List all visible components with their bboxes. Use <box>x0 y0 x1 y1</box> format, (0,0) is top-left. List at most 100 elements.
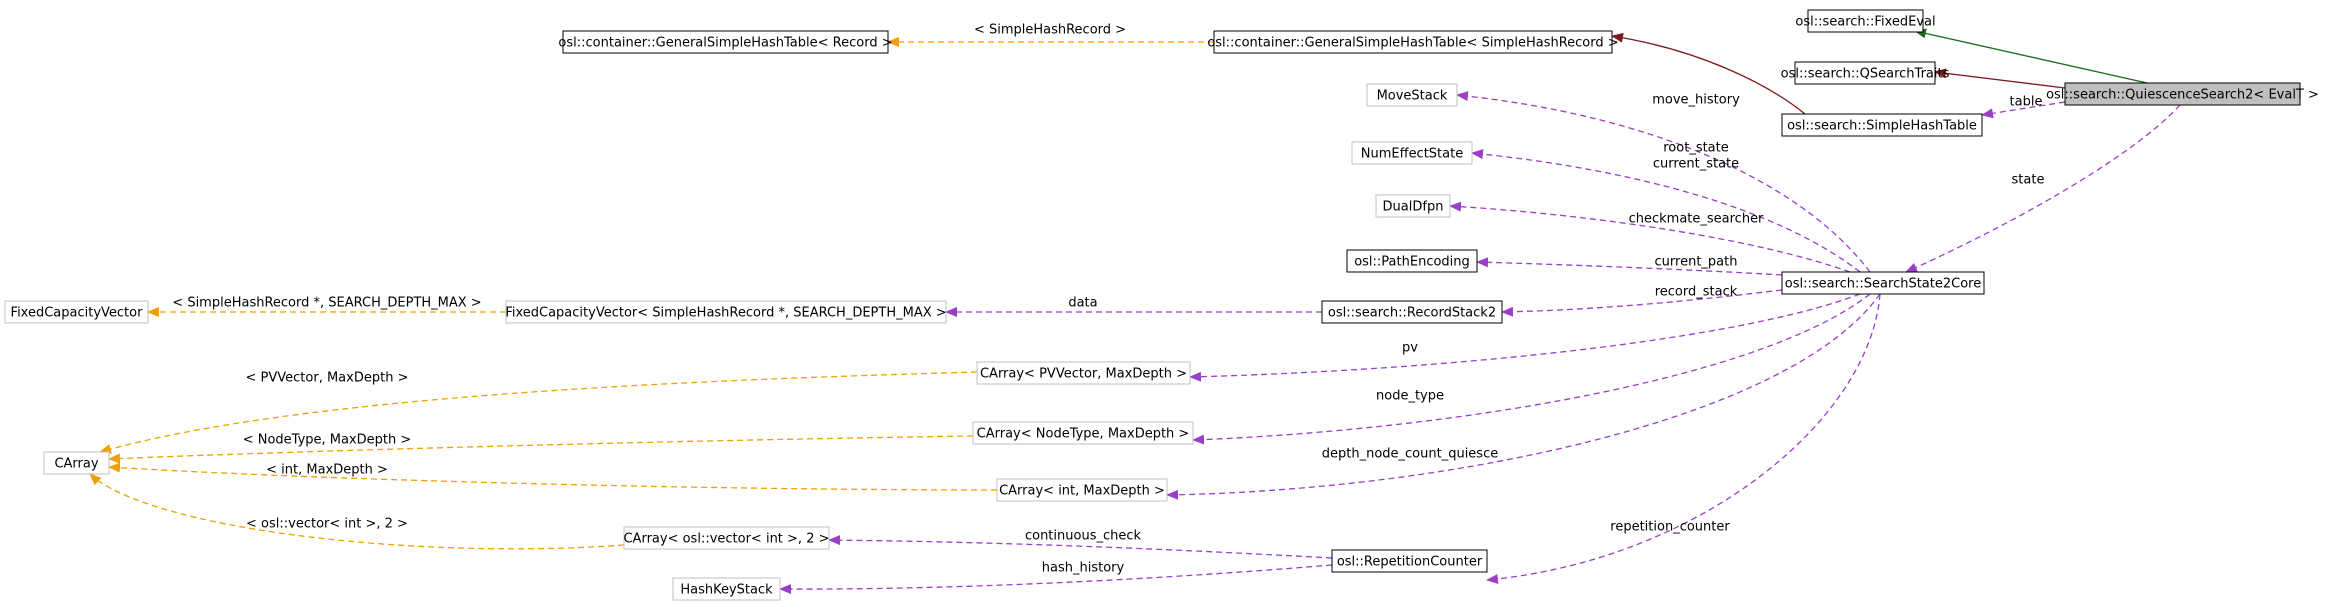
edge-pathenc-ss2core <box>1476 257 1783 276</box>
edge-carr_int-ss2core <box>1166 293 1881 500</box>
edge-carr_nt-ss2core <box>1192 293 1871 445</box>
edge-label-pathenc-ss2core: current_path <box>1655 255 1738 270</box>
edge-sht-qs2 <box>1981 101 2066 119</box>
edge-label-sht-qs2: table <box>2010 95 2043 110</box>
node-label: osl::search::QSearchTraits <box>1781 67 1950 82</box>
node-fcv_shr[interactable]: FixedCapacityVector< SimpleHashRecord *,… <box>505 300 947 324</box>
node-label: osl::PathEncoding <box>1354 255 1470 270</box>
node-box <box>672 577 781 601</box>
node-label: HashKeyStack <box>680 583 773 598</box>
node-label: osl::search::SimpleHashTable <box>1787 119 1977 134</box>
edge-repcounter-ss2core <box>1486 293 1881 584</box>
node-label: CArray< int, MaxDepth > <box>999 484 1165 499</box>
node-box <box>1346 249 1478 273</box>
edge-label-fcv_shr-recstack2: data <box>1068 296 1097 311</box>
edge-gsht_shr-sht <box>1611 32 1806 115</box>
node-gsht_rec[interactable]: osl::container::GeneralSimpleHashTable< … <box>558 30 893 54</box>
edge-carray-carr_nt <box>108 435 974 464</box>
node-repcounter[interactable]: osl::RepetitionCounter <box>1331 549 1488 573</box>
node-qs2[interactable]: osl::search::QuiescenceSearch2< EvalT > <box>2046 82 2319 106</box>
node-box <box>996 478 1168 502</box>
edge-label-carr_pv-ss2core: pv <box>1402 341 1418 356</box>
edge-label-movestack-ss2core: move_history <box>1652 93 1740 108</box>
edge-label-repcounter-ss2core: repetition_counter <box>1610 520 1730 535</box>
node-qtraits[interactable]: osl::search::QSearchTraits <box>1781 61 1950 85</box>
node-label: osl::RepetitionCounter <box>1337 555 1483 570</box>
node-movestack[interactable]: MoveStack <box>1366 83 1458 107</box>
node-carray[interactable]: CArray <box>43 451 110 475</box>
edge-carray-carr_vec <box>89 473 625 550</box>
node-recstack2[interactable]: osl::search::RecordStack2 <box>1321 300 1503 324</box>
node-box <box>623 526 830 550</box>
node-label: CArray <box>54 457 98 472</box>
node-box <box>1213 30 1613 54</box>
node-label: NumEffectState <box>1361 147 1463 162</box>
node-label: FixedCapacityVector <box>11 306 144 321</box>
node-box <box>4 300 149 324</box>
edge-label-carray-carr_nt: < NodeType, MaxDepth > <box>243 433 412 448</box>
node-hashkeystack[interactable]: HashKeyStack <box>672 577 781 601</box>
node-fcv[interactable]: FixedCapacityVector <box>4 300 149 324</box>
node-label: CArray< PVVector, MaxDepth > <box>980 367 1187 382</box>
node-box <box>976 361 1191 385</box>
node-label: CArray< NodeType, MaxDepth > <box>977 427 1190 442</box>
node-label: CArray< osl::vector< int >, 2 > <box>623 532 829 547</box>
edge-label-gsht_rec-gsht_shr: < SimpleHashRecord > <box>974 23 1126 38</box>
node-gsht_shr[interactable]: osl::container::GeneralSimpleHashTable< … <box>1207 30 1619 54</box>
node-carr_pv[interactable]: CArray< PVVector, MaxDepth > <box>976 361 1191 385</box>
node-box <box>1781 113 1983 137</box>
edge-numeffect-ss2core <box>1471 149 1861 273</box>
edge-label-recstack2-ss2core: record_stack <box>1655 285 1738 300</box>
edge-label-carray-carr_int: < int, MaxDepth > <box>266 463 388 478</box>
node-carr_vec[interactable]: CArray< osl::vector< int >, 2 > <box>623 526 830 550</box>
node-box <box>1781 271 1985 295</box>
edge-label-carr_int-ss2core: depth_node_count_quiesce <box>1322 447 1498 462</box>
node-fixedeval[interactable]: osl::search::FixedEval <box>1795 9 1936 33</box>
edge-label-numeffect-ss2core: current_state <box>1653 157 1739 172</box>
node-box <box>972 421 1194 445</box>
edge-label-carr_nt-ss2core: node_type <box>1376 389 1444 404</box>
node-sht[interactable]: osl::search::SimpleHashTable <box>1781 113 1983 137</box>
edge-label-carray-carr_vec: < osl::vector< int >, 2 > <box>246 517 408 532</box>
edge-label-dualdfpn-ss2core: checkmate_searcher <box>1629 212 1764 227</box>
edge-label-carray-carr_pv: < PVVector, MaxDepth > <box>246 371 409 386</box>
edge-carray-carr_int <box>108 462 998 491</box>
node-label: osl::search::QuiescenceSearch2< EvalT > <box>2046 88 2319 103</box>
node-label: osl::search::FixedEval <box>1795 15 1935 30</box>
node-numeffect[interactable]: NumEffectState <box>1351 141 1473 165</box>
node-dualdfpn[interactable]: DualDfpn <box>1375 194 1451 218</box>
node-box <box>1794 61 1936 85</box>
edge-carr_vec-repcounter <box>828 535 1333 559</box>
edge-label-hashkeystack-repcounter: hash_history <box>1042 561 1125 576</box>
edge-dualdfpn-ss2core <box>1449 201 1851 273</box>
node-box <box>43 451 110 475</box>
edge-recstack2-ss2core <box>1501 289 1783 317</box>
node-label: FixedCapacityVector< SimpleHashRecord *,… <box>505 306 946 321</box>
node-carr_int[interactable]: CArray< int, MaxDepth > <box>996 478 1168 502</box>
edge-ss2core-qs2 <box>1905 104 2181 273</box>
node-carr_nt[interactable]: CArray< NodeType, MaxDepth > <box>972 421 1194 445</box>
node-box <box>1351 141 1473 165</box>
node-label: MoveStack <box>1377 89 1448 104</box>
node-box <box>1366 83 1458 107</box>
node-box <box>2064 82 2301 106</box>
node-box <box>1807 9 1924 33</box>
node-pathenc[interactable]: osl::PathEncoding <box>1346 249 1478 273</box>
node-label: osl::search::RecordStack2 <box>1328 306 1496 321</box>
edge-label-carr_vec-repcounter: continuous_check <box>1025 529 1142 544</box>
node-ss2core[interactable]: osl::search::SearchState2Core <box>1781 271 1985 295</box>
node-label: osl::container::GeneralSimpleHashTable< … <box>558 36 892 51</box>
edge-hashkeystack-repcounter <box>779 564 1333 595</box>
edge-carr_pv-ss2core <box>1189 293 1861 382</box>
node-box <box>1331 549 1488 573</box>
edge-qtraits-qs2 <box>1934 68 2066 89</box>
edge-carray-carr_pv <box>99 371 978 454</box>
node-label: DualDfpn <box>1383 200 1444 215</box>
node-box <box>562 30 889 54</box>
node-label: osl::container::GeneralSimpleHashTable< … <box>1207 36 1618 51</box>
edge-fixedeval-qs2 <box>1914 28 2148 84</box>
edge-label-numeffect-ss2core: root_state <box>1663 141 1729 156</box>
node-box <box>1321 300 1503 324</box>
node-box <box>505 300 947 324</box>
